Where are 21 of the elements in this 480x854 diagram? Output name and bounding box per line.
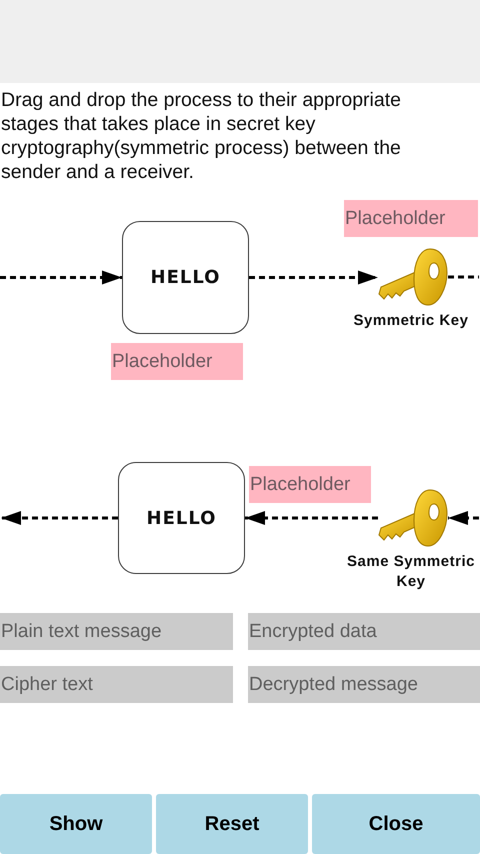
answer-chip: Decrypted message	[248, 666, 480, 703]
drop-target: Placeholder	[111, 343, 243, 380]
action-button: Close	[312, 794, 480, 854]
key-caption: Symmetric Key	[352, 311, 470, 331]
key-caption: Same Symmetric Key	[346, 552, 476, 592]
message-box: HELLO	[122, 221, 249, 334]
answer-chip: Plain text message	[0, 613, 233, 650]
instruction-text: Drag and drop the process to their appropriate stages that takes place in secret key cryptography(symmetric process) between the sender and a receiver.	[0, 88, 402, 184]
arrow	[249, 270, 378, 284]
drop-target: Placeholder	[344, 200, 478, 237]
action-button: Reset	[156, 794, 308, 854]
connector-line	[448, 276, 479, 278]
action-button: Show	[0, 794, 152, 854]
arrow	[1, 511, 118, 525]
answer-chip: Encrypted data	[248, 613, 480, 650]
arrow	[448, 511, 479, 525]
arrow	[245, 511, 378, 525]
answer-chip: Cipher text	[0, 666, 233, 703]
drop-target: Placeholder	[249, 466, 371, 503]
arrow	[0, 270, 122, 284]
message-box: HELLO	[118, 462, 245, 574]
